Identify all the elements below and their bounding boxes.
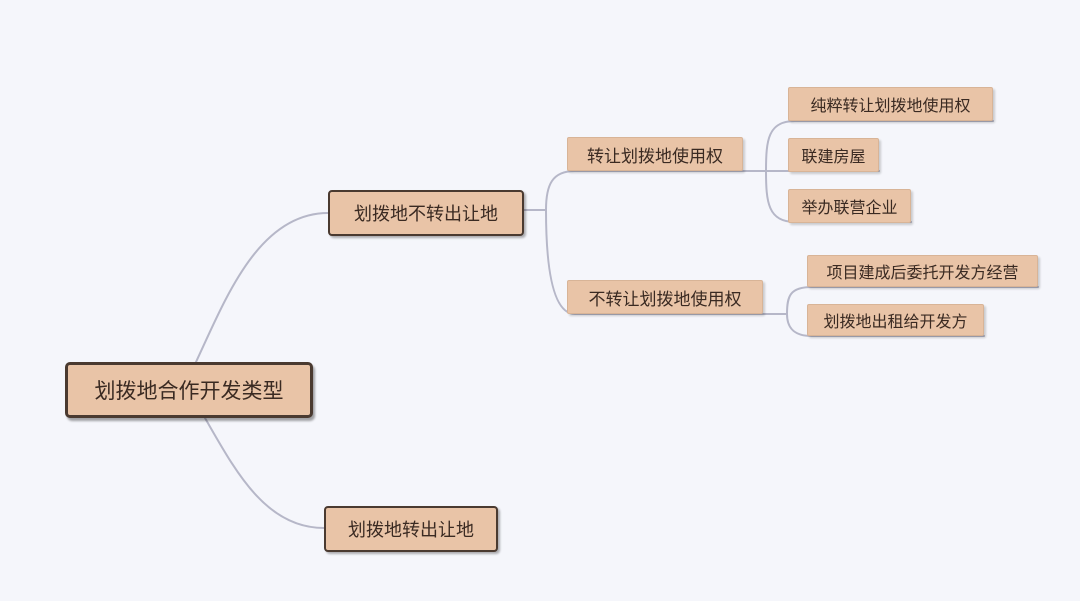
connector-a1-to-a1a: [742, 120, 994, 172]
node-chuzu-gei-kaifafang: 划拨地出租给开发方: [807, 304, 984, 336]
node-zhuanrang-shiyongquan: 转让划拨地使用权: [567, 137, 743, 171]
node-lianjian-fangwu: 联建房屋: [788, 138, 879, 172]
node-huabodi-bu-zhuan-churangdi: 划拨地不转出让地: [328, 190, 524, 236]
node-huabodi-zhuan-churangdi: 划拨地转出让地: [324, 506, 498, 552]
mindmap-root-node: 划拨地合作开发类型: [65, 362, 313, 418]
node-bu-zhuanrang-shiyongquan: 不转让划拨地使用权: [567, 280, 763, 314]
node-chuncui-zhuanrang: 纯粹转让划拨地使用权: [788, 87, 993, 121]
connector-branch-a-to-a1: [545, 170, 744, 211]
connector-root-to-branch-b: [204, 417, 325, 529]
connector-root-to-branch-a: [195, 212, 329, 363]
node-juban-lianying-qiye: 举办联营企业: [788, 189, 911, 223]
node-weituo-kaifafang-jingying: 项目建成后委托开发方经营: [807, 255, 1038, 287]
